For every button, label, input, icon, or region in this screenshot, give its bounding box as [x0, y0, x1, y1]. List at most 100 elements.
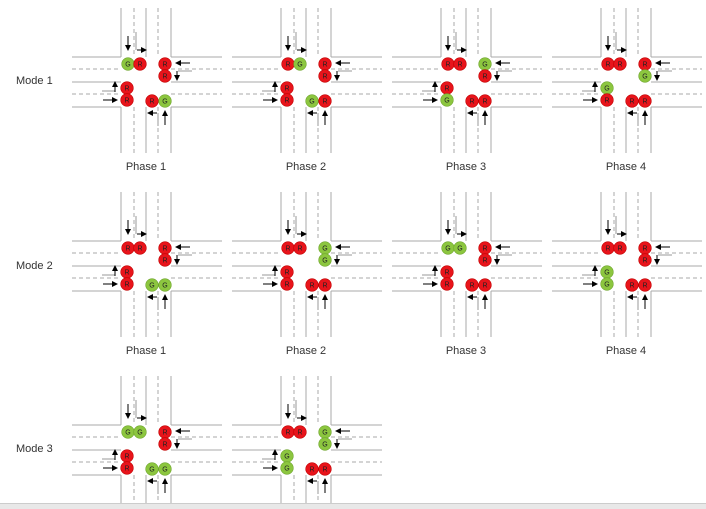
signal-letter: R: [444, 282, 449, 289]
south-signal-green-light-icon: [305, 94, 319, 108]
signal-letter: R: [469, 99, 474, 106]
signal-letter: R: [137, 62, 142, 69]
signal-letter: R: [297, 246, 302, 253]
signal-letter: G: [445, 246, 450, 253]
south-signal-red-light-icon: [478, 278, 492, 292]
signal-letter: R: [309, 467, 314, 474]
signal-letter: R: [482, 258, 487, 265]
signal-letter: G: [322, 258, 327, 265]
signal-letter: R: [604, 98, 609, 105]
signal-letter: R: [605, 62, 610, 69]
signal-letter: R: [162, 74, 167, 81]
signal-letter: R: [162, 442, 167, 449]
north-signal-red-light-icon: [613, 241, 627, 255]
signal-letter: R: [124, 86, 129, 93]
signal-letter: G: [149, 467, 154, 474]
signal-letter: R: [457, 62, 462, 69]
signal-letter: R: [162, 258, 167, 265]
signal-letter: R: [284, 98, 289, 105]
mode-2-phase-3-label: Phase 3: [445, 345, 487, 357]
signal-letter: G: [162, 99, 167, 106]
south-signal-red-light-icon: [318, 94, 332, 108]
signal-letter: R: [469, 283, 474, 290]
east-signal-red-light-icon: [318, 69, 332, 83]
signal-letter: G: [137, 430, 142, 437]
south-signal-red-light-icon: [638, 94, 652, 108]
signal-letter: R: [629, 283, 634, 290]
signal-letter: R: [322, 74, 327, 81]
south-signal-red-light-icon: [478, 94, 492, 108]
west-signal-red-light-icon: [280, 93, 294, 107]
signal-letter: R: [162, 62, 167, 69]
mode-2-label: Mode 2: [16, 260, 53, 272]
signal-letter: R: [642, 99, 647, 106]
signal-letter: R: [322, 99, 327, 106]
west-signal-green-light-icon: [440, 93, 454, 107]
signal-letter: R: [297, 430, 302, 437]
signal-letter: R: [125, 246, 130, 253]
signal-letter: G: [444, 98, 449, 105]
west-signal-red-light-icon: [600, 93, 614, 107]
east-signal-green-light-icon: [318, 253, 332, 267]
south-signal-green-light-icon: [158, 462, 172, 476]
signal-letter: R: [617, 246, 622, 253]
signal-letter: R: [124, 466, 129, 473]
signal-letter: R: [149, 99, 154, 106]
signal-letter: R: [309, 283, 314, 290]
mode-2-phase-1-label: Phase 1: [125, 345, 167, 357]
south-signal-red-light-icon: [305, 278, 319, 292]
signal-letter: G: [309, 99, 314, 106]
signal-letter: G: [322, 430, 327, 437]
mode-1-phase-3-label: Phase 3: [445, 161, 487, 173]
signal-letter: R: [445, 62, 450, 69]
signal-letter: R: [162, 430, 167, 437]
west-signal-red-light-icon: [440, 277, 454, 291]
south-signal-red-light-icon: [145, 94, 159, 108]
signal-letter: R: [617, 62, 622, 69]
signal-letter: R: [444, 86, 449, 93]
signal-letter: G: [457, 246, 462, 253]
signal-letter: R: [284, 86, 289, 93]
south-signal-red-light-icon: [318, 462, 332, 476]
south-signal-green-light-icon: [145, 278, 159, 292]
signal-letter: G: [149, 283, 154, 290]
south-signal-red-light-icon: [638, 278, 652, 292]
north-signal-green-light-icon: [293, 57, 307, 71]
signal-letter: G: [297, 62, 302, 69]
east-signal-red-light-icon: [158, 253, 172, 267]
east-signal-green-light-icon: [638, 69, 652, 83]
north-signal-red-light-icon: [293, 241, 307, 255]
south-signal-red-light-icon: [625, 278, 639, 292]
signal-letter: G: [284, 454, 289, 461]
east-signal-red-light-icon: [478, 69, 492, 83]
signal-letter: R: [642, 258, 647, 265]
south-signal-red-light-icon: [465, 94, 479, 108]
south-signal-green-light-icon: [145, 462, 159, 476]
signal-letter: R: [642, 283, 647, 290]
mode-3-label: Mode 3: [16, 443, 53, 455]
signal-letter: R: [124, 98, 129, 105]
north-signal-red-light-icon: [453, 57, 467, 71]
signal-letter: R: [124, 454, 129, 461]
signal-letter: R: [482, 246, 487, 253]
signal-letter: G: [125, 62, 130, 69]
signal-letter: R: [124, 282, 129, 289]
signal-letter: R: [642, 246, 647, 253]
signal-letter: G: [322, 246, 327, 253]
east-signal-red-light-icon: [158, 69, 172, 83]
signal-letter: R: [642, 62, 647, 69]
east-signal-green-light-icon: [318, 437, 332, 451]
north-signal-red-light-icon: [133, 241, 147, 255]
south-signal-green-light-icon: [158, 94, 172, 108]
mode-1-phase-4-label: Phase 4: [605, 161, 647, 173]
signal-letter: R: [322, 62, 327, 69]
west-signal-red-light-icon: [280, 277, 294, 291]
